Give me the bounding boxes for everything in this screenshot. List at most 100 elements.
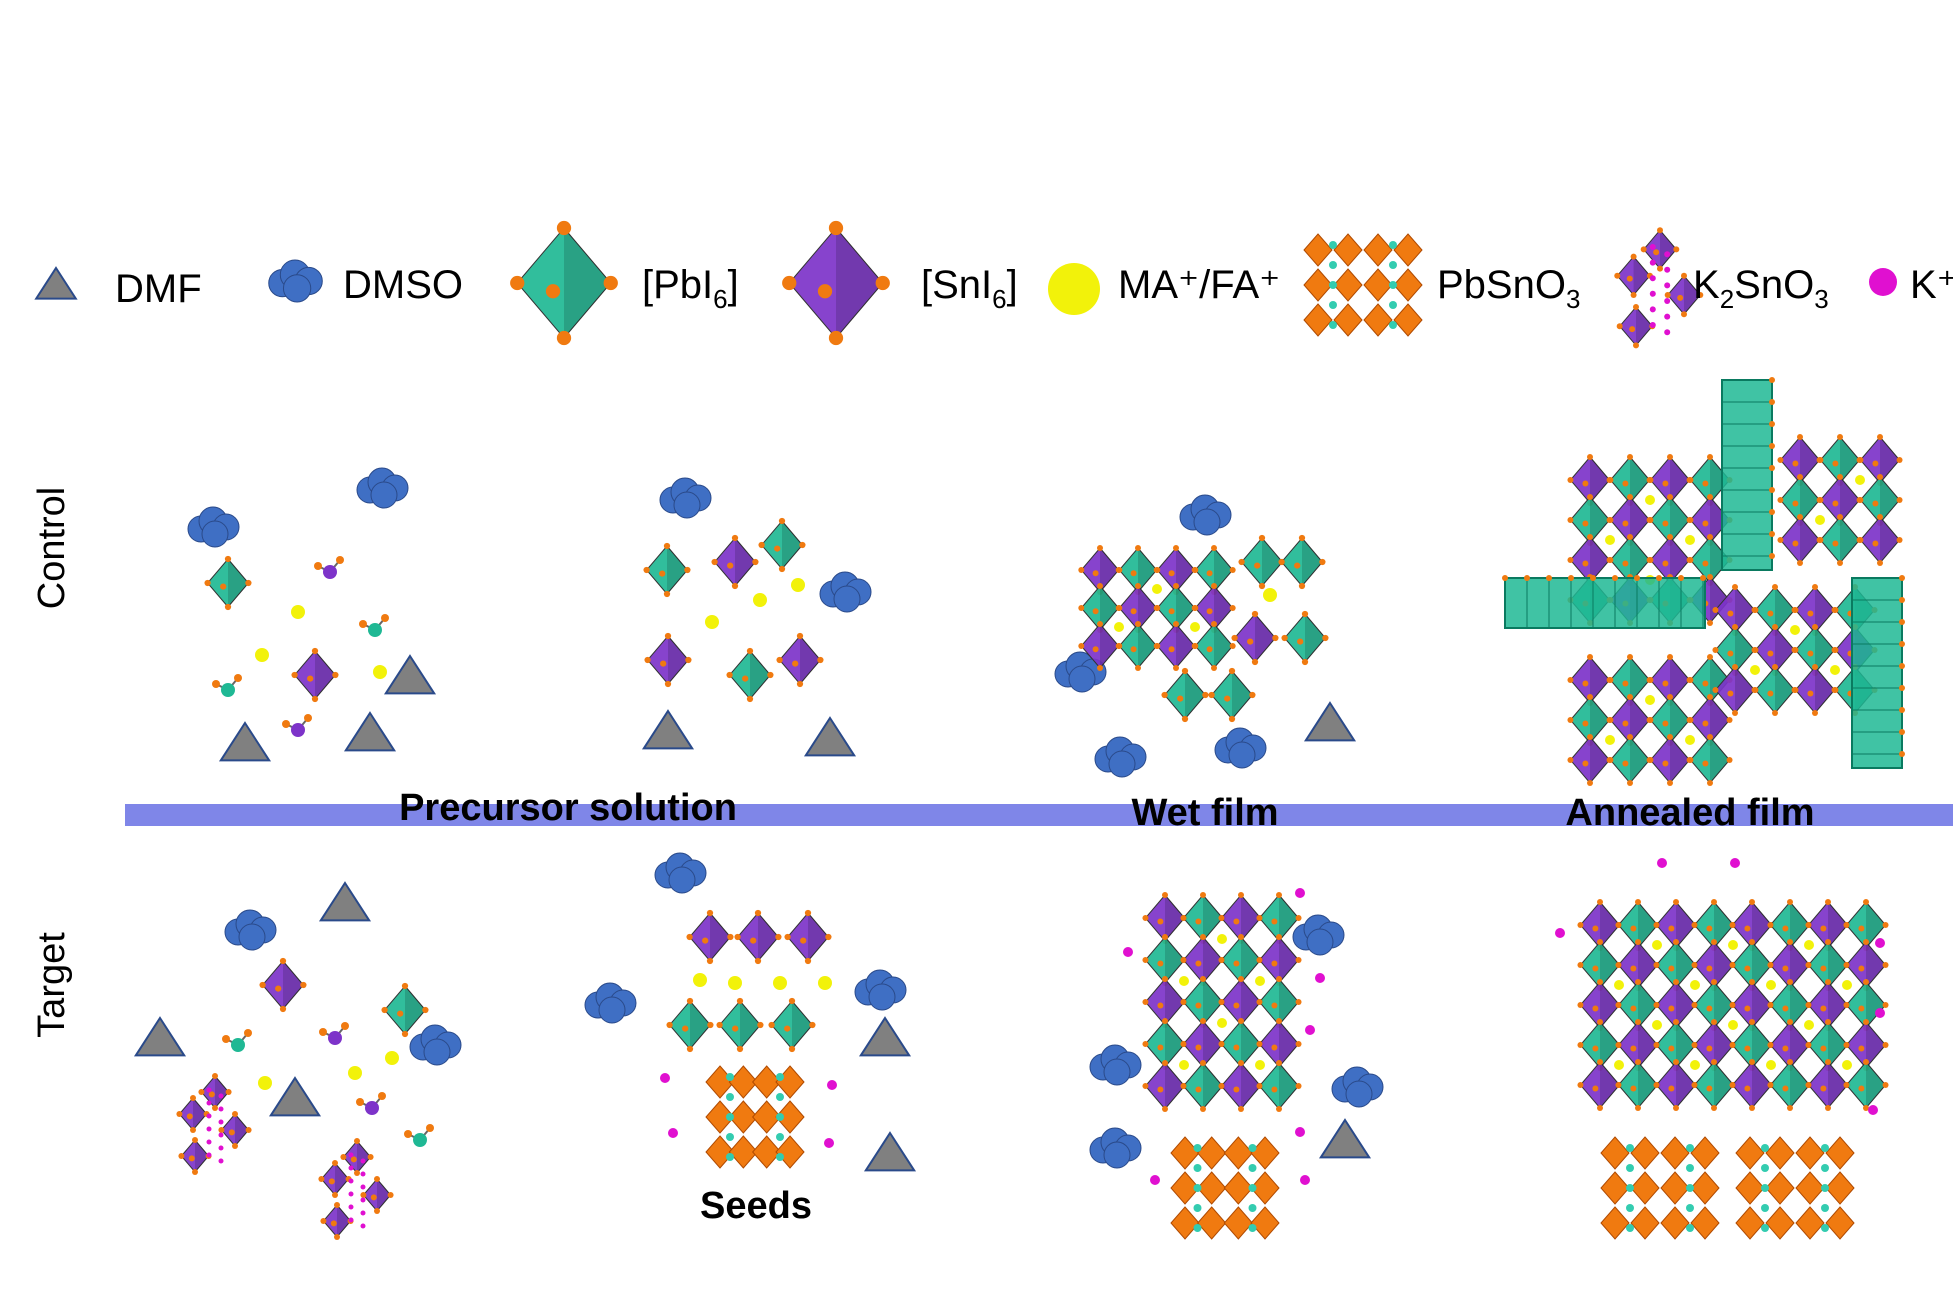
iodide-atom (686, 933, 693, 941)
iodide-atom (1727, 650, 1734, 657)
iodide-atom (1711, 979, 1717, 985)
dmf-triangle (858, 1016, 912, 1057)
ma-fa-cation (1830, 665, 1840, 675)
ma-fa-cation (753, 593, 767, 607)
iodide-atom (245, 579, 252, 587)
pbsno3-cation (1821, 1224, 1829, 1232)
legend-label-k-ion: K⁺ (1910, 263, 1953, 307)
pbsno3-polyhedron (1170, 1206, 1200, 1240)
iodide-atom (1820, 1005, 1827, 1012)
pbi6-octahedron-shade (228, 559, 249, 607)
sni6-octahedron-shade (1670, 457, 1690, 503)
k-ion (218, 1106, 224, 1112)
iodide-atom (1792, 607, 1799, 613)
ma-fa-cation (348, 1066, 362, 1080)
iodide-atom (1647, 717, 1654, 723)
iodide-atom (311, 695, 319, 703)
column-body (1721, 379, 1773, 571)
ma-fa-cation (1614, 980, 1624, 990)
pbi6-octahedron-shade (1775, 587, 1795, 633)
sni6-octahedron (1218, 976, 1264, 1028)
dmf-triangle (133, 1016, 187, 1057)
pbi6-octahedron-shade (1165, 1021, 1185, 1067)
sni6-octahedron (1843, 939, 1889, 991)
ma-fa-cation (1790, 625, 1800, 635)
iodide-atom (1877, 434, 1883, 440)
iodide-atom (1582, 560, 1589, 567)
iodide-atom (1233, 960, 1240, 967)
pbi6-octahedron (1161, 667, 1209, 723)
iodide-atom (1297, 638, 1304, 645)
sni6-octahedron (1567, 454, 1613, 506)
iodide-atom (1797, 560, 1803, 566)
iodide-atom (1857, 457, 1864, 463)
sni6-octahedron-shade (1670, 537, 1690, 583)
iodide-atom (799, 541, 806, 549)
iodide-atom (1712, 687, 1719, 693)
dmso-cloud (1089, 1044, 1142, 1086)
k-ion (218, 1145, 224, 1151)
iodide-atom (1582, 720, 1589, 727)
iodide-atom (332, 671, 339, 679)
pbsno3-polyhedron (1333, 303, 1363, 337)
iodide-atom (1691, 1042, 1698, 1048)
sni6-octahedron-shade (1165, 979, 1185, 1025)
iodide-atom (1653, 1042, 1660, 1048)
stage-label-annealed-film: Annealed film (1565, 792, 1814, 834)
k2sno3-octahedron (1614, 253, 1653, 298)
pbsno3-cation (1389, 281, 1397, 289)
sni6-octahedron-shade (758, 913, 779, 961)
ma-fa-cation (1842, 980, 1852, 990)
k-ion (360, 1210, 366, 1216)
iodide-atom (1157, 1002, 1164, 1009)
k2sno3-octahedron-shade (335, 1163, 349, 1195)
ma-fa-cation (1645, 695, 1655, 705)
sni6-octahedron-shade (1790, 942, 1810, 988)
k2sno3-octahedron (1616, 304, 1656, 349)
ma-fa-cation (1766, 980, 1776, 990)
iodide-atom (1662, 720, 1669, 727)
column-body (1851, 577, 1903, 769)
legend-label-pbsno3: PbSnO3 (1437, 263, 1580, 314)
iodide-atom (1627, 780, 1633, 786)
iodide-atom (1627, 534, 1633, 540)
pbi6-octahedron-shade (1203, 895, 1223, 941)
iodide-atom (1092, 570, 1099, 577)
pbsno3-polyhedron (1690, 1206, 1720, 1240)
iodide-atom (1597, 939, 1603, 945)
sni6-octahedron-shade (1600, 1062, 1620, 1108)
iodide-atom (1832, 500, 1839, 507)
iodide-atom (1607, 517, 1614, 523)
iodide-atom (318, 1176, 325, 1182)
k-ion (824, 1138, 834, 1148)
iodide-atom (1295, 1083, 1302, 1089)
ma-fa-cation (1605, 735, 1615, 745)
pbsno3-cation (776, 1133, 784, 1141)
iodide-atom (796, 680, 804, 688)
iodide-atom (176, 1111, 183, 1117)
iodide-atom (686, 1045, 694, 1053)
iodide-atom (1635, 979, 1641, 985)
pbi6-octahedron-shade (1815, 627, 1835, 673)
iodide-atom (1229, 643, 1236, 649)
iodide-atom (778, 565, 786, 573)
iodide-atom (1567, 517, 1574, 523)
iodide-atom (663, 542, 671, 550)
iodide-atom (1206, 608, 1213, 615)
iodide-atom (1668, 965, 1675, 972)
pbi6-octahedron (643, 542, 691, 598)
k-ion (218, 1093, 224, 1099)
pbsno3-polyhedron (1735, 1136, 1765, 1170)
k2sno3-octahedron (198, 1073, 232, 1111)
dmf-triangle (863, 1131, 917, 1172)
iodide-atom (1767, 962, 1774, 968)
pbsno3-cation (776, 1113, 784, 1121)
iodide-atom (796, 632, 804, 640)
ma-fa-cation (1152, 584, 1162, 594)
iodide-atom (659, 570, 666, 577)
solvated-molecule (222, 1029, 252, 1052)
iodide-atom (1817, 457, 1824, 463)
pbsno3-polyhedron (1690, 1171, 1720, 1205)
iodide-atom (1767, 1002, 1774, 1008)
iodide-atom (1662, 520, 1669, 527)
